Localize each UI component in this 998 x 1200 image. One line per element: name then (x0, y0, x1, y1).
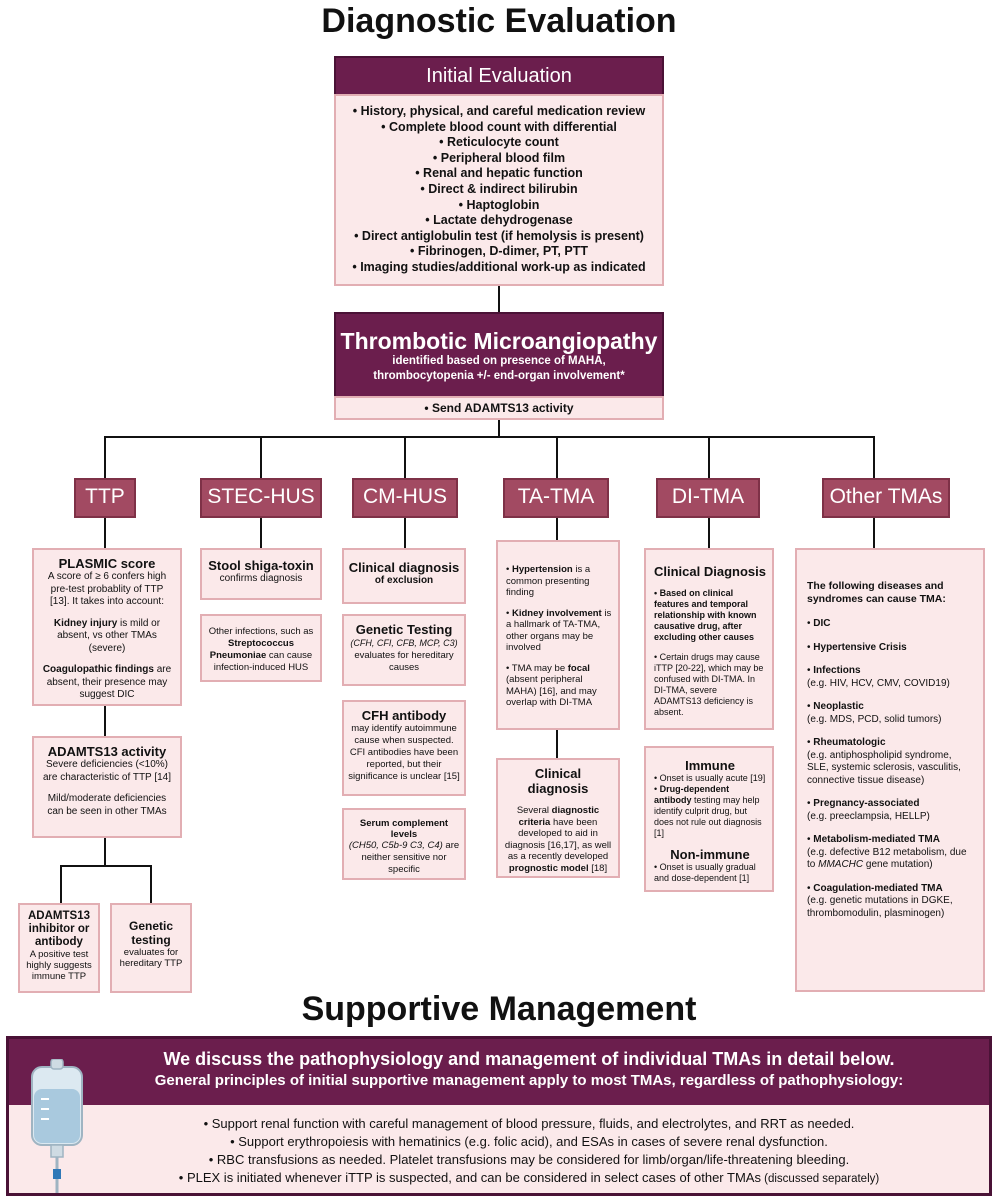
tma-subtitle-2: thrombocytopenia +/- end-organ involveme… (373, 370, 625, 382)
list-item: PLEX is initiated whenever iTTP is suspe… (69, 1169, 989, 1188)
immune-title: Immune (685, 758, 735, 773)
list-item: Hypertensive Crisis (807, 642, 975, 655)
category-ttp: TTP (74, 478, 136, 518)
di-immune-box: Immune • Onset is usually acute [19] • D… (644, 746, 774, 892)
plasmic-score-box: PLASMIC score A score of ≥ 6 confers hig… (32, 548, 182, 706)
list-item: Coagulation-mediated TMA(e.g. genetic mu… (807, 883, 975, 921)
adamts13-text-1: Severe deficiencies (<10%) are character… (42, 759, 172, 783)
stool-shiga-title: Stool shiga-toxin (208, 558, 314, 573)
genetic-testing-text: evaluates for hereditary TTP (119, 947, 183, 969)
inhibitor-box: ADAMTS13 inhibitor or antibody A positiv… (18, 903, 100, 993)
ta-kidney: • Kidney involvement is a hallmark of TA… (506, 607, 612, 654)
list-item: Support renal function with careful mana… (69, 1115, 989, 1133)
nonimmune-title: Non-immune (670, 847, 750, 862)
list-item: Renal and hepatic function (342, 166, 656, 182)
list-item: Peripheral blood film (342, 151, 656, 167)
cm-genetic-genes: (CFH, CFI, CFB, MCP, C3) (350, 638, 458, 648)
immune-item-2: • Drug-dependent antibody testing may he… (654, 784, 762, 838)
list-item: Direct antiglobulin test (if hemolysis i… (342, 229, 656, 245)
cm-diagnosis-title: Clinical diagnosis (348, 560, 460, 575)
supportive-header-1: We discuss the pathophysiology and manag… (163, 1049, 895, 1069)
coagulopathic-note: Coagulopathic findings are absent, their… (42, 664, 172, 700)
di-diagnosis-bold: • Based on clinical features and tempora… (654, 588, 757, 642)
genetic-testing-ttp-box: Genetic testing evaluates for hereditary… (110, 903, 192, 993)
initial-evaluation-list: History, physical, and careful medicatio… (342, 104, 656, 276)
serum-complement-box: Serum complement levels (CH50, C5b-9 C3,… (342, 808, 466, 880)
category-di-tma: DI-TMA (656, 478, 760, 518)
ta-tma-diagnosis-box: Clinical diagnosis Several diagnostic cr… (496, 758, 620, 878)
other-infections-text: Other infections, such as Streptococcus … (208, 626, 314, 673)
tma-box: Thrombotic Microangiopathy identified ba… (334, 312, 664, 398)
category-ta-tma: TA-TMA (503, 478, 609, 518)
serum-complement-text: (CH50, C5b-9 C3, C4) are neither sensiti… (348, 840, 460, 875)
iv-bag-icon (31, 1059, 83, 1193)
tma-subtitle-1: identified based on presence of MAHA, (392, 355, 606, 367)
list-item: Reticulocyte count (342, 135, 656, 151)
list-item: Rheumatologic(e.g. antiphospholipid synd… (807, 737, 975, 787)
kidney-injury-note: Kidney injury is mild or absent, vs othe… (53, 617, 161, 654)
list-item: History, physical, and careful medicatio… (342, 104, 656, 120)
di-tma-diagnosis-box: Clinical Diagnosis • Based on clinical f… (644, 548, 774, 730)
list-item: Infections(e.g. HIV, HCV, CMV, COVID19) (807, 665, 975, 690)
ta-focal: • TMA may be focal (absent peripheral MA… (506, 662, 597, 709)
ta-hypertension: • Hypertension is a common presenting fi… (506, 564, 591, 598)
inhibitor-text: A positive test highly suggests immune T… (26, 949, 92, 982)
initial-evaluation-header: Initial Evaluation (334, 56, 664, 96)
list-item: Direct & indirect bilirubin (342, 182, 656, 198)
list-item: RBC transfusions as needed. Platelet tra… (69, 1151, 989, 1169)
cm-genetic-box: Genetic Testing (CFH, CFI, CFB, MCP, C3)… (342, 614, 466, 686)
list-item: Pregnancy-associated(e.g. preeclampsia, … (807, 798, 975, 823)
list-item: Imaging studies/additional work-up as in… (342, 260, 656, 276)
nonimmune-item-1: • Onset is usually gradual and dose-depe… (654, 862, 756, 883)
other-infections-box: Other infections, such as Streptococcus … (200, 614, 322, 682)
di-diagnosis-text: • Certain drugs may cause iTTP [20-22], … (654, 652, 764, 717)
adamts13-text-2: Mild/moderate deficiencies can be seen i… (47, 793, 167, 817)
category-stec-hus: STEC-HUS (200, 478, 322, 518)
other-list: DIC Hypertensive Crisis Infections(e.g. … (807, 618, 975, 920)
cfh-antibody-text: may identify autoimmune cause when suspe… (348, 723, 460, 782)
cfh-antibody-box: CFH antibody may identify autoimmune cau… (342, 700, 466, 796)
initial-evaluation-box: History, physical, and careful medicatio… (334, 94, 664, 286)
ta-diagnosis-title: Clinical diagnosis (527, 766, 589, 796)
tma-title: Thrombotic Microangiopathy (340, 328, 658, 354)
list-item: Haptoglobin (342, 198, 656, 214)
supportive-header-2: General principles of initial supportive… (154, 1072, 904, 1089)
immune-item-1: • Onset is usually acute [19] (654, 773, 766, 783)
list-item: DIC (807, 618, 975, 631)
plasmic-text: A score of ≥ 6 confers high pre-test pro… (47, 571, 167, 607)
adamts13-title: ADAMTS13 activity (47, 744, 167, 759)
list-item: Complete blood count with differential (342, 120, 656, 136)
list-item: Lactate dehydrogenase (342, 213, 656, 229)
list-item: Neoplastic(e.g. MDS, PCD, solid tumors) (807, 701, 975, 726)
supportive-title: Supportive Management (301, 990, 697, 1028)
cm-diagnosis-box: Clinical diagnosis of exclusion (342, 548, 466, 604)
other-tmas-box: The following diseases and syndromes can… (795, 548, 985, 992)
ta-tma-features-box: • Hypertension is a common presenting fi… (496, 540, 620, 730)
adamts13-activity-box: ADAMTS13 activity Severe deficiencies (<… (32, 736, 182, 838)
category-other-tmas: Other TMAs (822, 478, 950, 518)
send-adamts13: Send ADAMTS13 activity (431, 401, 574, 415)
ta-diagnosis-text: Several diagnostic criteria have been de… (504, 805, 612, 874)
serum-complement-title: Serum complement levels (359, 818, 449, 840)
supportive-box: We discuss the pathophysiology and manag… (6, 1036, 992, 1196)
genetic-testing-title: Genetic testing (128, 919, 173, 947)
cfh-antibody-title: CFH antibody (361, 708, 447, 723)
list-item: Metabolism-mediated TMA(e.g. defective B… (807, 834, 975, 872)
inhibitor-title: ADAMTS13 inhibitor or antibody (28, 910, 90, 948)
supportive-list: Support renal function with careful mana… (9, 1105, 989, 1188)
tma-action-box: • Send ADAMTS13 activity (334, 396, 664, 420)
stool-shiga-text: confirms diagnosis (219, 573, 303, 584)
cm-genetic-title: Genetic Testing (355, 622, 453, 637)
other-intro: The following diseases and syndromes can… (807, 580, 946, 605)
diagnostic-title: Diagnostic Evaluation (321, 2, 677, 40)
supportive-header: We discuss the pathophysiology and manag… (9, 1039, 989, 1105)
stool-shiga-box: Stool shiga-toxin confirms diagnosis (200, 548, 322, 600)
di-diagnosis-title: Clinical Diagnosis (654, 564, 766, 579)
list-item: Support erythropoiesis with hematinics (… (69, 1133, 989, 1151)
plasmic-title: PLASMIC score (58, 556, 156, 571)
cm-genetic-text: evaluates for hereditary causes (354, 649, 454, 674)
list-item: Fibrinogen, D-dimer, PT, PTT (342, 244, 656, 260)
cm-diagnosis-sub: of exclusion (374, 575, 434, 586)
category-cm-hus: CM-HUS (352, 478, 458, 518)
